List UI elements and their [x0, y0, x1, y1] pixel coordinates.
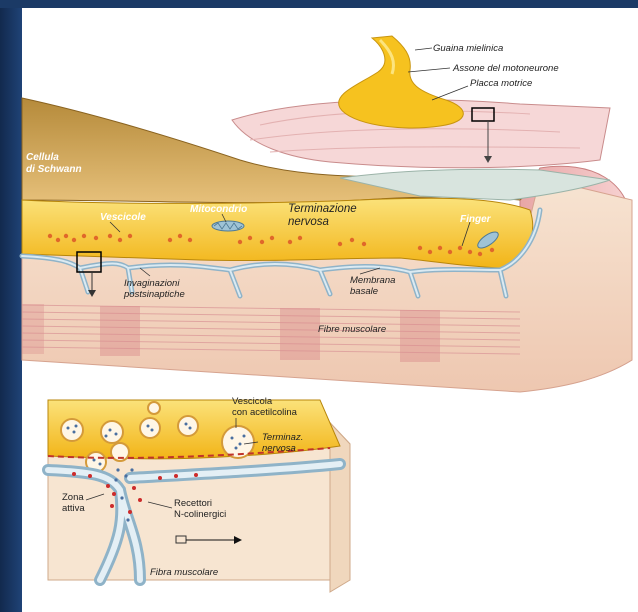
detail-inset: Vescicola con acetilcolina Terminaz. ner… [48, 396, 350, 592]
label-invaginazioni: Invaginazioni [124, 278, 180, 289]
label-mitocondrio: Mitocondrio [190, 204, 247, 215]
label-recettori: Recettori [174, 498, 212, 509]
label-finger: Finger [460, 214, 492, 225]
label-terminaz: Terminaz. [262, 432, 303, 443]
label-placca-motrice: Placca motrice [470, 78, 532, 89]
label-membrana: Membrana [350, 275, 395, 286]
label-nervosa: nervosa [288, 216, 329, 228]
label-cellula: Cellula [26, 152, 59, 163]
label-terminazione: Terminazione [288, 203, 357, 215]
inset-motor-endplate: Guaina mielinica Assone del motoneurone … [232, 36, 610, 168]
label-vescicole: Vescicole [100, 212, 146, 223]
label-fibra-muscolare: Fibra muscolare [150, 567, 218, 578]
label-assone-motoneurone: Assone del motoneurone [452, 63, 559, 74]
label-fibre-muscolare: Fibre muscolare [318, 324, 386, 335]
label-terminaz-nervosa: nervosa [262, 443, 296, 454]
label-di-schwann: di Schwann [26, 164, 82, 175]
label-con-acetilcolina: con acetilcolina [232, 407, 298, 418]
label-guaina-mielinica: Guaina mielinica [433, 43, 503, 54]
label-basale: basale [350, 286, 378, 297]
label-attiva: attiva [62, 503, 85, 514]
label-vescicola: Vescicola [232, 396, 273, 407]
label-postsinaptiche: postsinaptiche [123, 289, 185, 300]
label-zona: Zona [62, 492, 84, 503]
label-n-colinergici: N-colinergici [174, 509, 226, 520]
